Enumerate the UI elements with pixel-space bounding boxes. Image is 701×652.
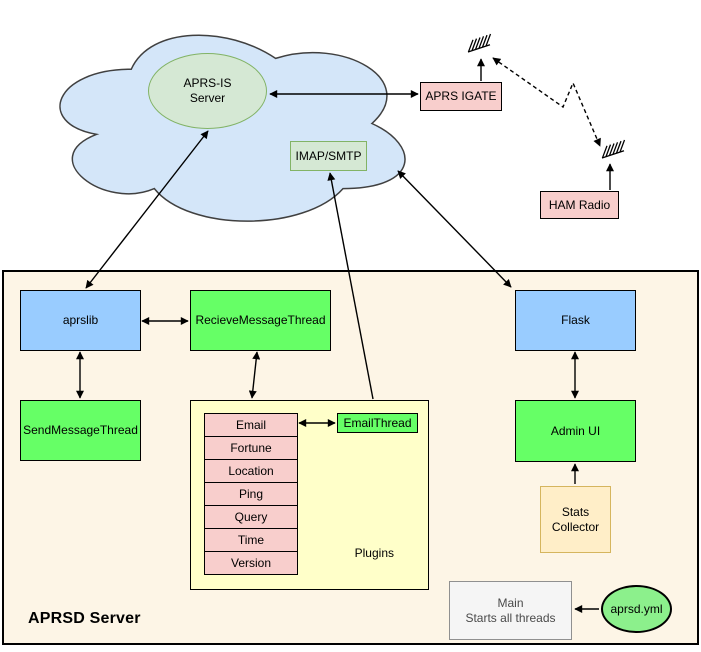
email-thread-label: EmailThread bbox=[343, 415, 412, 430]
main-label-line2: Starts all threads bbox=[465, 610, 556, 625]
ham-radio-node: HAM Radio bbox=[540, 191, 619, 219]
plugin-row: Version bbox=[204, 551, 298, 575]
stats-collector-label-line1: Stats bbox=[561, 504, 590, 519]
aprs-igate-label: APRS IGATE bbox=[425, 89, 497, 103]
recieve-message-thread-label: RecieveMessageThread bbox=[195, 313, 326, 327]
imap-smtp-label: IMAP/SMTP bbox=[295, 148, 362, 163]
recieve-message-thread-node: RecieveMessageThread bbox=[190, 290, 331, 351]
send-message-thread-node: SendMessageThread bbox=[20, 400, 141, 461]
plugin-row-label: Query bbox=[234, 509, 268, 524]
flask-label: Flask bbox=[561, 313, 590, 327]
flask-node: Flask bbox=[515, 290, 636, 351]
plugins-label: Plugins bbox=[354, 546, 394, 560]
plugin-list: Email Fortune Location Ping Query Time V… bbox=[204, 413, 298, 575]
ham-radio-label: HAM Radio bbox=[548, 197, 611, 212]
aprslib-label: aprslib bbox=[62, 313, 99, 327]
aprs-is-server-node: APRS-IS Server bbox=[148, 53, 267, 129]
aprs-is-label-line2: Server bbox=[189, 91, 226, 105]
plugin-row: Time bbox=[204, 528, 298, 552]
admin-ui-label: Admin UI bbox=[550, 423, 601, 438]
plugin-row: Location bbox=[204, 459, 298, 483]
aprslib-node: aprslib bbox=[20, 290, 141, 351]
plugin-row-label: Version bbox=[230, 555, 272, 570]
aprsd-server-label: APRSD Server bbox=[28, 610, 141, 627]
plugin-row-label: Location bbox=[228, 463, 274, 478]
imap-smtp-node: IMAP/SMTP bbox=[290, 141, 367, 171]
aprs-igate-node: APRS IGATE bbox=[420, 82, 502, 111]
admin-ui-node: Admin UI bbox=[515, 400, 636, 462]
aprsd-yml-node: aprsd.yml bbox=[601, 585, 672, 633]
plugin-row-label: Email bbox=[235, 417, 266, 432]
plugin-row: Email bbox=[204, 413, 298, 437]
aprs-is-label-line1: APRS-IS bbox=[183, 76, 232, 90]
aprsd-yml-label: aprsd.yml bbox=[610, 601, 663, 616]
plugin-row: Ping bbox=[204, 482, 298, 506]
plugin-row-label: Ping bbox=[238, 486, 264, 501]
plugin-row: Query bbox=[204, 505, 298, 529]
plugin-row-label: Fortune bbox=[230, 440, 272, 455]
plugin-row: Fortune bbox=[204, 436, 298, 460]
plugins-container: Plugins Email Fortune Location Ping Quer… bbox=[190, 400, 429, 590]
main-label-line1: Main bbox=[497, 595, 524, 610]
stats-collector-node: Stats Collector bbox=[540, 486, 611, 553]
send-message-thread-label: SendMessageThread bbox=[23, 423, 138, 437]
main-node: Main Starts all threads bbox=[449, 581, 572, 640]
email-thread-node: EmailThread bbox=[337, 413, 418, 433]
plugin-row-label: Time bbox=[237, 532, 265, 547]
stats-collector-label-line2: Collector bbox=[551, 519, 600, 534]
